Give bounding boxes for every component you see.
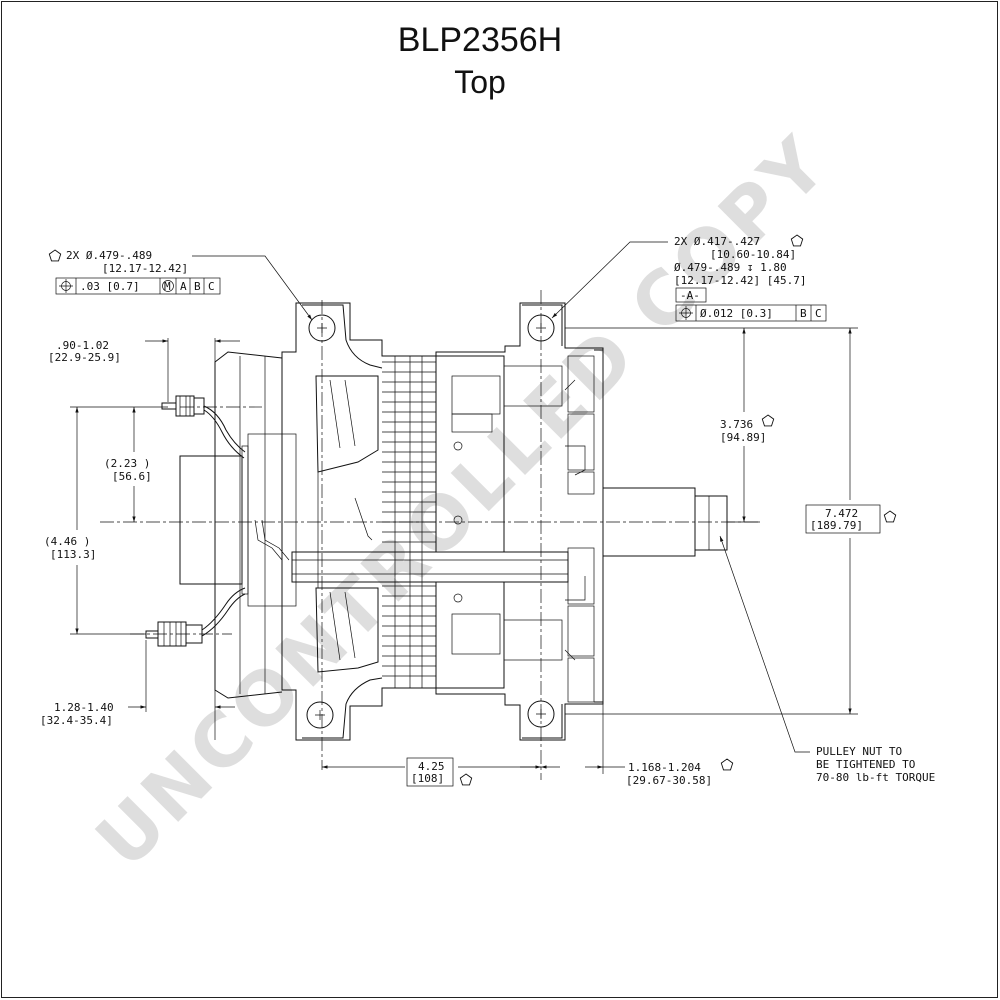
datum-label: -A- — [680, 289, 700, 302]
dim-090-mm: [22.9-25.9] — [48, 351, 121, 364]
regulator-box — [179, 455, 243, 585]
dim-128-mm: [32.4-35.4] — [40, 714, 113, 727]
counterbore-spec-mm: [12.17-12.42] [45.7] — [674, 274, 806, 287]
dim-3736-mm: [94.89] — [720, 431, 766, 444]
dim-425: 4.25 — [418, 760, 445, 773]
pocket-lower-left — [315, 587, 379, 673]
critical-pentagon-icon — [883, 510, 897, 523]
leaders — [192, 241, 810, 753]
rectifier-upper — [435, 355, 505, 553]
right-hole-size-mm: [10.60-10.84] — [710, 248, 796, 261]
critical-pentagon-icon — [48, 249, 62, 262]
pulley-nut-note: PULLEY NUT TO BE TIGHTENED TO 70-80 lb-f… — [816, 745, 935, 784]
pocket-upper-left — [315, 375, 379, 473]
right-hole-size: 2X Ø.417-.427 — [674, 235, 760, 248]
right-feature-control-frame: Ø.012 [0.3] B C — [675, 304, 827, 322]
terminal-stud-bottom — [145, 587, 246, 647]
datum-frame — [675, 287, 707, 303]
dim-7472: 7.472 — [825, 507, 858, 520]
svg-text:B: B — [800, 307, 807, 320]
dim-3736: 3.736 — [720, 418, 753, 431]
mounting-ear-top-right — [522, 304, 563, 346]
mounting-ear-top-left — [302, 304, 383, 369]
svg-text:B: B — [194, 280, 201, 293]
dim-446: (4.46 ) — [44, 535, 90, 548]
svg-text:BE TIGHTENED TO: BE TIGHTENED TO — [816, 758, 915, 771]
centerlines — [100, 290, 760, 780]
right-hole-callout: 2X Ø.417-.427 [10.60-10.84] Ø.479-.489 ↧… — [674, 234, 827, 322]
critical-pentagon-icon — [720, 758, 734, 771]
svg-text:M: M — [164, 280, 171, 293]
dim-128: 1.28-1.40 — [54, 701, 114, 714]
drawing-subtitle: Top — [454, 64, 506, 100]
svg-text:C: C — [815, 307, 822, 320]
mounting-ear-bottom-right — [522, 700, 563, 739]
counterbore-spec: Ø.479-.489 ↧ 1.80 — [674, 261, 787, 274]
dimension-labels: .90-1.02 [22.9-25.9] (2.23 ) [56.6] (4.4… — [40, 339, 897, 787]
terminal-stud-top — [161, 395, 246, 459]
critical-pentagon-icon — [790, 234, 804, 247]
housing-outline — [281, 302, 604, 741]
drawing-title: BLP2356H — [397, 21, 563, 59]
svg-text:.03 [0.7]: .03 [0.7] — [80, 280, 140, 293]
dim-223: (2.23 ) — [104, 457, 150, 470]
dim-1168: 1.168-1.204 — [628, 761, 701, 774]
rear-cover — [214, 351, 283, 699]
left-hole-size-mm: [12.17-12.42] — [102, 262, 188, 275]
mounting-ear-bottom-left — [302, 677, 383, 739]
dim-446-mm: [113.3] — [50, 548, 96, 561]
svg-text:70-80 lb-ft TORQUE: 70-80 lb-ft TORQUE — [816, 771, 935, 784]
critical-pentagon-icon — [459, 773, 473, 786]
critical-pentagon-icon — [761, 414, 775, 427]
svg-text:PULLEY NUT TO: PULLEY NUT TO — [816, 745, 902, 758]
left-feature-control-frame: .03 [0.7] M A B C — [55, 277, 221, 295]
rectifier-lower — [435, 581, 505, 689]
left-hole-callout: 2X Ø.479-.489 [12.17-12.42] .03 [0.7] M … — [48, 249, 221, 295]
dim-7472-mm: [189.79] — [810, 519, 863, 532]
dim-1168-mm: [29.67-30.58] — [626, 774, 712, 787]
dim-223-mm: [56.6] — [112, 470, 152, 483]
svg-text:Ø.012 [0.3]: Ø.012 [0.3] — [700, 307, 773, 320]
dim-090: .90-1.02 — [56, 339, 109, 352]
svg-text:A: A — [180, 280, 187, 293]
mmc-symbol-icon — [162, 280, 174, 292]
dim-425-mm: [108] — [411, 772, 444, 785]
svg-text:C: C — [208, 280, 215, 293]
dimension-lines — [70, 327, 858, 774]
left-hole-size: 2X Ø.479-.489 — [66, 249, 152, 262]
pulley-nut — [694, 495, 728, 551]
